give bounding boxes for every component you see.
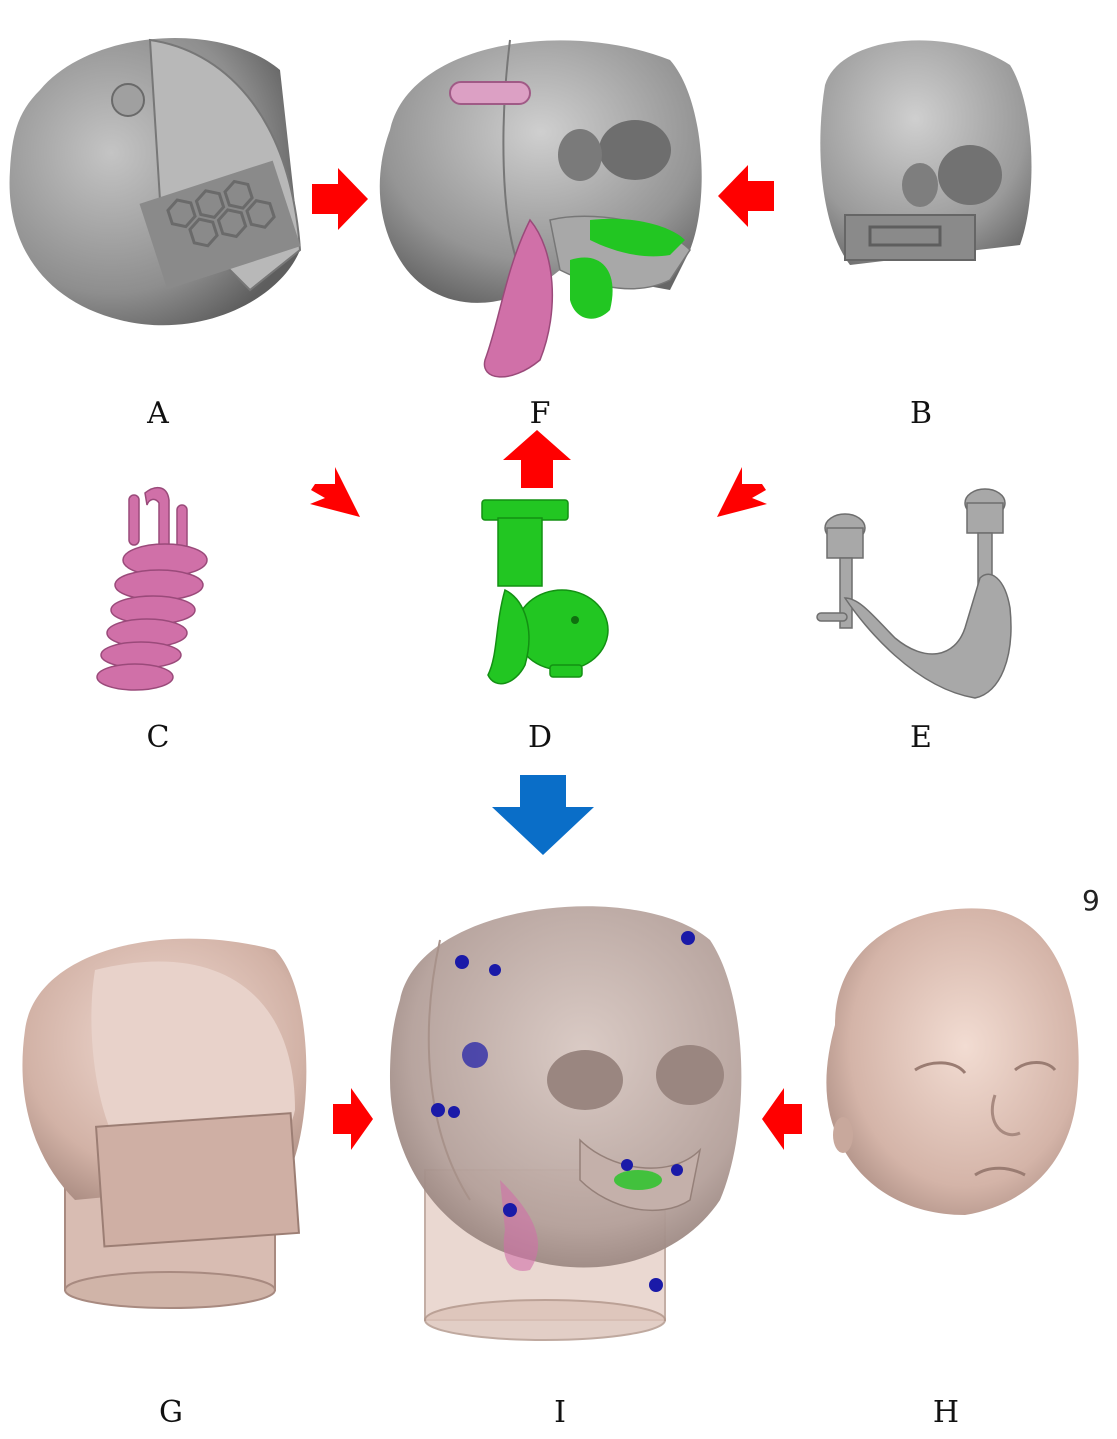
- label-e: E: [891, 720, 951, 755]
- skull-cut-open-icon: [0, 20, 310, 340]
- hyoid-larynx-icon: [470, 490, 620, 695]
- blue-down-arrow: [492, 775, 594, 855]
- head-back-shell-icon: [15, 930, 325, 1330]
- arrow-e-to-f: [712, 462, 772, 522]
- skull-front-shell-icon: [810, 25, 1040, 275]
- assembled-head-icon: [380, 880, 750, 1350]
- mandible-icon: [815, 488, 1030, 713]
- arrow-c-to-f: [305, 462, 365, 522]
- arrow-b-to-f: [718, 165, 774, 227]
- assembled-skull-icon: [370, 20, 710, 390]
- label-i: I: [530, 1395, 590, 1430]
- arrow-d-to-f: [503, 430, 571, 488]
- label-f: F: [510, 396, 570, 431]
- label-b: B: [891, 396, 951, 431]
- arrow-h-to-i: [762, 1088, 802, 1150]
- label-g: G: [141, 1395, 201, 1430]
- arrow-g-to-i: [333, 1088, 373, 1150]
- label-h: H: [916, 1395, 976, 1430]
- label-d: D: [510, 720, 570, 755]
- label-a: A: [128, 396, 188, 431]
- cervical-spine-icon: [85, 485, 225, 700]
- infant-face-icon: [815, 905, 1090, 1225]
- label-c: C: [128, 720, 188, 755]
- arrow-a-to-f: [312, 168, 368, 230]
